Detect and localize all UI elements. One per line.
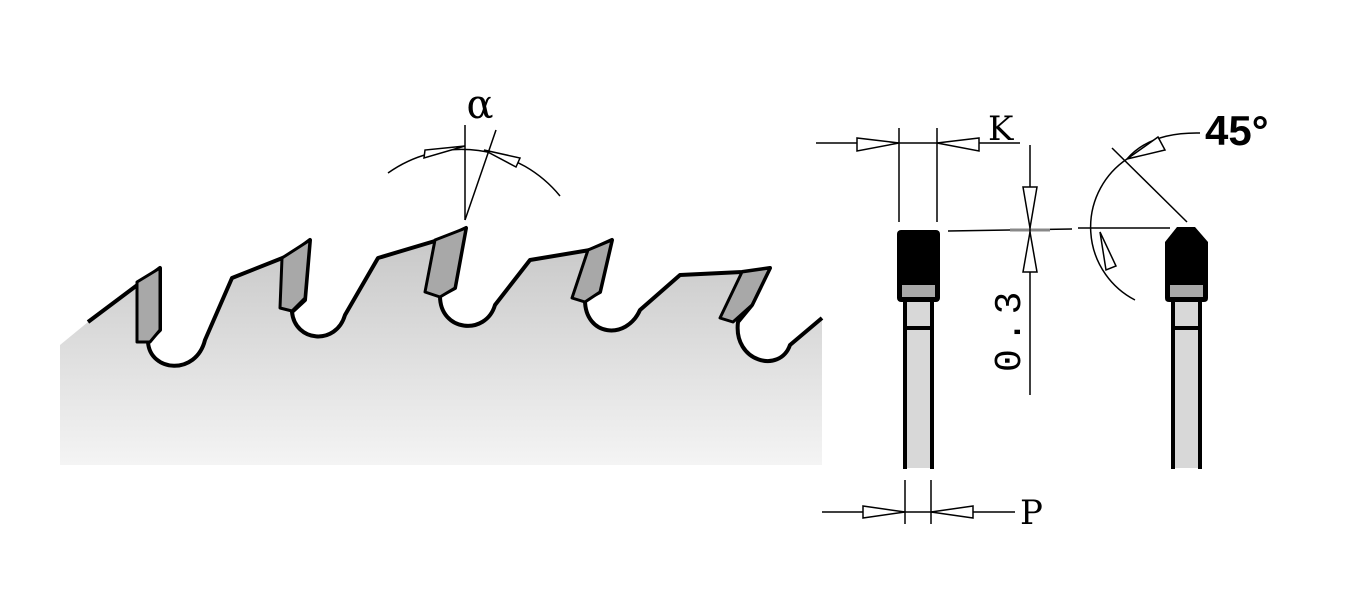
carbide-tip-2 bbox=[278, 238, 312, 313]
plate-dimension bbox=[822, 480, 1015, 524]
carbide-tip-4 bbox=[570, 238, 614, 304]
carbide-tip-1 bbox=[135, 266, 162, 344]
carbide-tip-3 bbox=[423, 226, 468, 299]
chamfer-angle-dimension bbox=[1089, 132, 1201, 301]
carbide-tip-5 bbox=[718, 266, 772, 324]
kerf-label: K bbox=[988, 109, 1014, 149]
tooth-tip-flat bbox=[897, 230, 940, 302]
tooth-section-flat bbox=[897, 230, 940, 469]
rake-angle-label: α bbox=[466, 82, 493, 128]
chamfer-height-dimension bbox=[947, 145, 1170, 395]
blade-body bbox=[60, 228, 822, 465]
kerf-dimension bbox=[816, 128, 1020, 222]
plate-label: P bbox=[1020, 493, 1043, 533]
chamfer-angle-label: 45° bbox=[1205, 107, 1269, 154]
rake-angle-dimension bbox=[387, 125, 561, 221]
blade-side-view: α bbox=[60, 82, 824, 465]
tooth-section-chamfered bbox=[1165, 227, 1208, 469]
tooth-tip-chamfered bbox=[1165, 227, 1208, 302]
chamfer-height-label: 0.3 bbox=[989, 286, 1032, 372]
